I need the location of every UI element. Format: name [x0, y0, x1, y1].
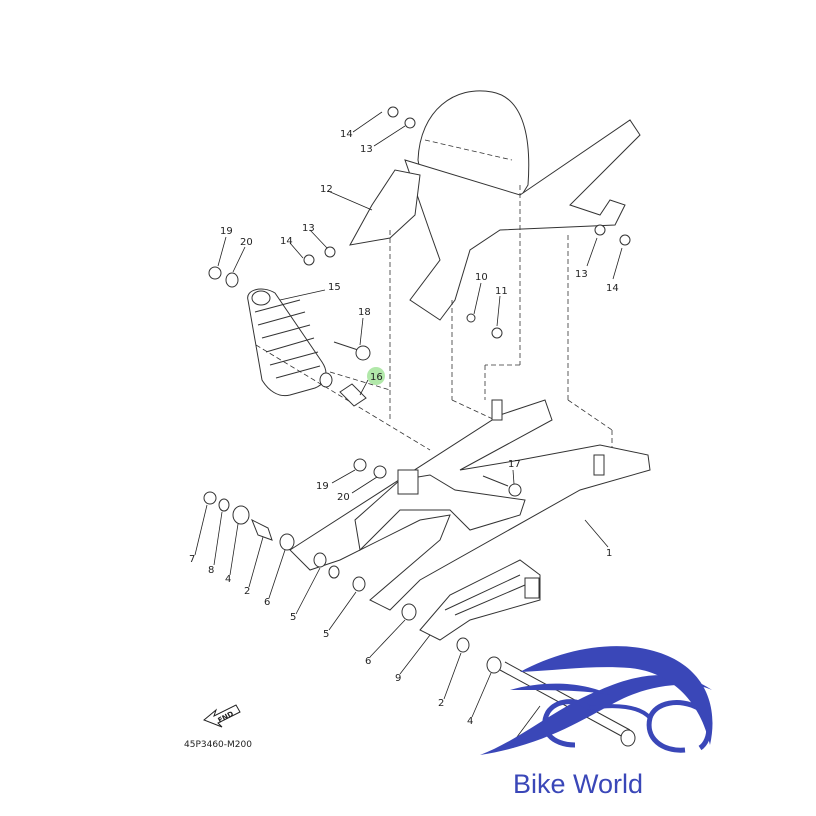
- callout-15: 15: [328, 282, 341, 293]
- chain-guard: [419, 559, 541, 641]
- callout-labels: 14 13 12 19 20 14 13 15 18 16 10 11 13 1…: [189, 129, 619, 751]
- diagram-code: 45P3460-M200: [184, 740, 252, 750]
- swingarm: [289, 399, 651, 611]
- front-direction-arrow: FND: [203, 704, 241, 728]
- callout-7: 7: [189, 554, 195, 565]
- callout-19: 19: [316, 481, 329, 492]
- callout-13: 13: [360, 144, 373, 155]
- callout-4: 4: [467, 716, 473, 727]
- callout-20: 20: [240, 237, 253, 248]
- collar-16: [339, 383, 367, 407]
- rear-shock-absorber: [247, 288, 431, 451]
- brand-name: Bike World: [513, 769, 643, 799]
- callout-14: 14: [340, 129, 353, 140]
- callout-14: 14: [280, 236, 293, 247]
- callout-17: 17: [508, 459, 521, 470]
- callout-14: 14: [606, 283, 619, 294]
- callout-16: 16: [370, 372, 383, 383]
- logo-stroke: [646, 700, 712, 753]
- callout-12: 12: [320, 184, 333, 195]
- logo-swoosh: [520, 646, 713, 745]
- leader-lines: [194, 111, 623, 742]
- callout-20: 20: [337, 492, 350, 503]
- bolt-18: [333, 341, 371, 361]
- callout-11: 11: [495, 286, 508, 297]
- callout-10: 10: [475, 272, 488, 283]
- logo-stroke: [542, 699, 592, 748]
- callout-2: 2: [244, 586, 250, 597]
- frame-bracket-hardware: [208, 106, 631, 497]
- callout-5: 5: [290, 612, 296, 623]
- highlight-marker: [367, 367, 385, 385]
- callout-13: 13: [575, 269, 588, 280]
- callout-2: 2: [438, 698, 444, 709]
- callout-4: 4: [225, 574, 231, 585]
- logo-stroke: [589, 704, 652, 720]
- callout-19: 19: [220, 226, 233, 237]
- pivot-hardware-left: [203, 491, 636, 747]
- callout-1: 1: [606, 548, 612, 559]
- logo-swoosh: [480, 674, 712, 755]
- callout-9: 9: [395, 673, 401, 684]
- callout-5: 5: [323, 629, 329, 640]
- logo-swoosh: [510, 683, 610, 695]
- callout-18: 18: [358, 307, 371, 318]
- callout-13: 13: [302, 223, 315, 234]
- callout-6: 6: [365, 656, 371, 667]
- callout-8: 8: [208, 565, 214, 576]
- rear-fender: [349, 90, 641, 460]
- callout-6: 6: [264, 597, 270, 608]
- brand-logo: Bike World: [480, 646, 713, 799]
